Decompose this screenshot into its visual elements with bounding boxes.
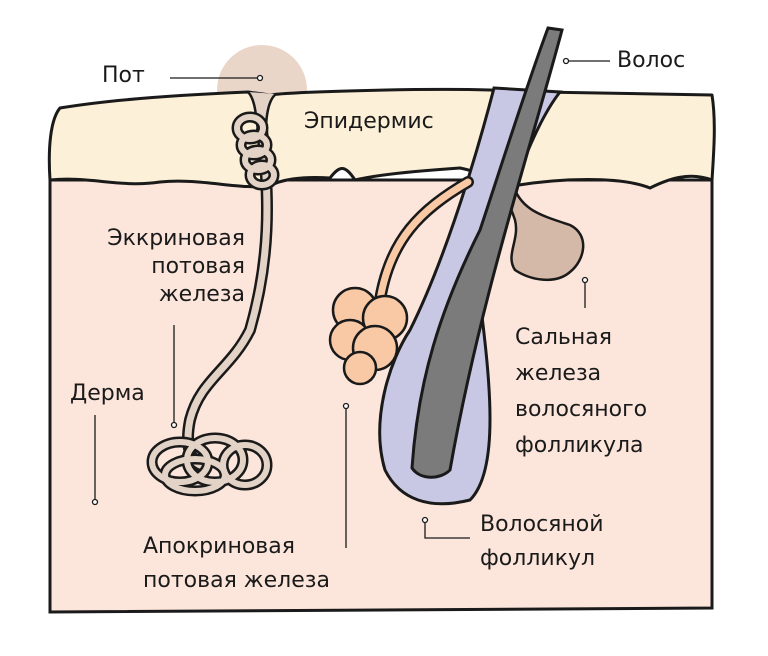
label-line: фолликула <box>515 433 644 458</box>
label-line: Сальная <box>515 325 612 350</box>
epidermis-layer <box>47 87 716 190</box>
label-line: потовая <box>151 254 245 279</box>
label-line: Волосяной <box>480 512 604 537</box>
label-sweat: Пот <box>102 63 145 88</box>
label-line: потовая железа <box>143 568 330 593</box>
label-line: железа <box>158 282 245 307</box>
label-line: Эккриновая <box>107 226 245 251</box>
label-hair: Волос <box>617 48 686 73</box>
label-sebaceous-gland: Сальная железа волосяного фолликула <box>515 320 647 464</box>
hair-shaft <box>410 26 564 479</box>
label-hair-follicle: Волосяной фолликул <box>480 508 604 576</box>
label-line: Апокриновая <box>143 534 295 559</box>
label-eccrine-gland: Эккриновая потовая железа <box>60 225 245 309</box>
label-line: фолликул <box>480 546 596 571</box>
label-epidermis: Эпидермис <box>304 109 434 134</box>
label-dermis: Дерма <box>70 381 145 406</box>
label-line: железа <box>515 361 602 386</box>
label-line: волосяного <box>515 397 648 422</box>
sebaceous-gland <box>498 180 585 281</box>
label-apocrine-gland: Апокриновая потовая железа <box>143 530 330 598</box>
